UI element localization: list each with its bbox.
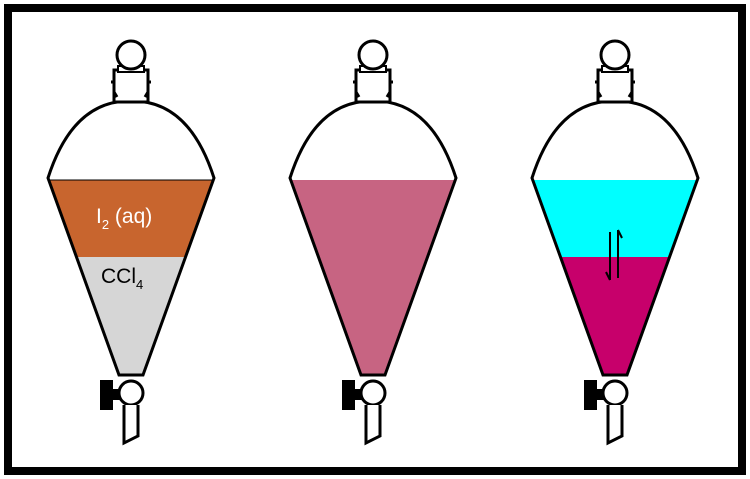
upper-cyan-layer [532, 180, 698, 257]
aqueous-iodine-layer [48, 180, 214, 257]
stopcock-bar [100, 389, 130, 400]
neck-lip-icon [595, 80, 635, 98]
equilibrium-arrows-icon [605, 229, 623, 281]
stopper-icon [357, 39, 389, 71]
drain-tube [122, 405, 140, 446]
neck [354, 68, 392, 104]
neck-lip-icon [353, 80, 393, 98]
funnel-2 [288, 39, 458, 446]
stopper-icon [599, 39, 631, 71]
organic-layer-label: CCl4 [101, 265, 143, 292]
drain-tube [606, 405, 624, 446]
stopcock-icon [601, 379, 629, 407]
neck [112, 68, 150, 104]
stopcock-icon [117, 379, 145, 407]
funnel-1: I2 (aq) CCl4 [46, 39, 216, 446]
neck-lip-icon [111, 80, 151, 98]
aqueous-layer-label: I2 (aq) [96, 205, 152, 232]
stopcock-bar [342, 389, 372, 400]
funnel-3 [530, 39, 700, 446]
neck [596, 68, 634, 104]
drain-tube [364, 405, 382, 446]
stopper-icon [115, 39, 147, 71]
lower-magenta-layer [532, 257, 698, 376]
stopcock-bar [584, 389, 614, 400]
stopcock-icon [359, 379, 387, 407]
